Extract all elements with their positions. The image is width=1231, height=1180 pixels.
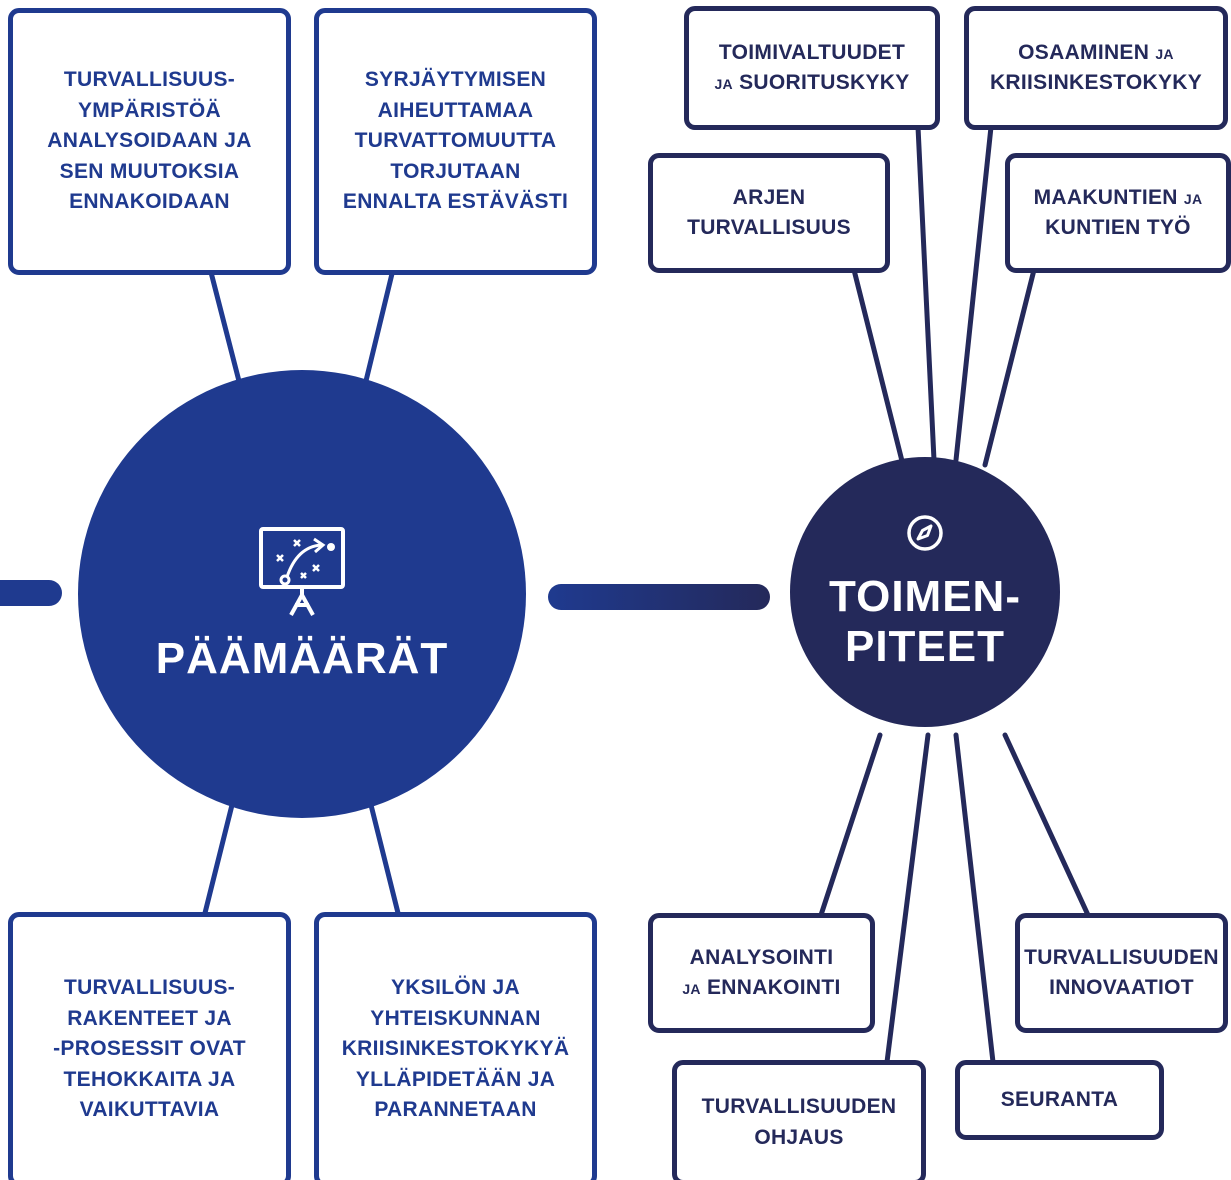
goal-3-line: -PROSESSIT OVAT: [53, 1037, 246, 1061]
measure-maakuntien: MAAKUNTIEN JA KUNTIEN TYÖ: [1005, 153, 1231, 273]
link-seuranta: [953, 732, 996, 1065]
goal-box-3: TURVALLISUUS- RAKENTEET JA -PROSESSIT OV…: [8, 912, 291, 1180]
measure-line: TOIMIVALTUUDET: [718, 40, 906, 64]
measure-analysointi: ANALYSOINTI JA ENNAKOINTI: [648, 913, 875, 1033]
goal-box-2: SYRJÄYTYMISEN AIHEUTTAMAA TURVATTOMUUTTA…: [314, 8, 597, 275]
paamaarat-title: PÄÄMÄÄRÄT: [155, 633, 449, 683]
measure-line: OSAAMINEN JA: [990, 38, 1202, 68]
goal-2-line: TORJUTAAN: [390, 159, 521, 183]
measure-line: TURVALLISUUDEN: [1024, 945, 1219, 969]
goal-4-line: YLLÄPIDETÄÄN JA: [355, 1067, 556, 1091]
measure-toimivaltuudet: TOIMIVALTUUDET JA SUORITUSKYKY: [684, 6, 940, 130]
measure-seuranta: SEURANTA: [955, 1060, 1164, 1140]
goal-3-line: VAIKUTTAVIA: [79, 1098, 220, 1122]
measure-small-word: JA: [1183, 190, 1203, 207]
measure-line: MAAKUNTIEN JA: [1034, 183, 1203, 213]
goal-4-line: KRIISINKESTOKYKYÄ: [341, 1037, 570, 1061]
measure-line: TURVALLISUUDEN: [701, 1095, 897, 1119]
measure-word: SUORITUSKYKY: [739, 71, 910, 94]
goal-2-line: TURVATTOMUUTTA: [354, 129, 557, 153]
goal-1-line: ANALYSOIDAAN JA: [47, 129, 252, 153]
measure-line: ANALYSOINTI: [689, 945, 834, 969]
measure-line: JA ENNAKOINTI: [682, 973, 840, 1003]
goal-box-4: YKSILÖN JA YHTEISKUNNAN KRIISINKESTOKYKY…: [314, 912, 597, 1180]
left-edge-connector: [0, 580, 62, 606]
link-analysointi: [818, 732, 883, 918]
measure-line: TURVALLISUUS: [687, 216, 851, 239]
measure-ohjaus: TURVALLISUUDEN OHJAUS: [672, 1060, 926, 1180]
goal-3-line: TURVALLISUUS-: [63, 976, 236, 1000]
toimenpiteet-title-line2: PITEET: [844, 621, 1006, 671]
link-toimivaltuudet: [915, 124, 937, 463]
goal-4-line: YHTEISKUNNAN: [370, 1006, 541, 1030]
link-innovaatiot: [1002, 732, 1091, 918]
compass-icon: [905, 513, 945, 558]
measure-word: ENNAKOINTI: [706, 976, 841, 999]
link-ohjaus: [884, 732, 931, 1065]
goal-2-line: AIHEUTTAMAA: [377, 98, 534, 122]
paamaarat-hub: PÄÄMÄÄRÄT: [78, 370, 526, 818]
measure-line: ARJEN: [732, 185, 806, 209]
measure-word: OSAAMINEN: [1018, 40, 1150, 64]
link-maakuntien: [982, 243, 1043, 468]
goal-1-line: YMPÄRISTÖÄ: [77, 98, 221, 122]
strategy-board-icon: [257, 525, 347, 622]
goal-2-line: SYRJÄYTYMISEN: [364, 68, 547, 92]
measure-word: MAAKUNTIEN: [1033, 185, 1178, 209]
goal-1-line: TURVALLISUUS-: [63, 68, 236, 92]
link-arjen: [845, 243, 906, 468]
measure-innovaatiot: TURVALLISUUDEN INNOVAATIOT: [1015, 913, 1228, 1033]
measure-line: INNOVAATIOT: [1049, 976, 1194, 999]
measure-line: JA SUORITUSKYKY: [714, 68, 909, 98]
measure-line: KUNTIEN TYÖ: [1045, 216, 1191, 239]
goal-3-line: TEHOKKAITA JA: [63, 1067, 236, 1091]
measure-small-word: JA: [1155, 45, 1174, 62]
measure-small-word: JA: [682, 981, 701, 997]
hub-connector: [548, 584, 770, 610]
goal-1-line: SEN MUUTOKSIA: [59, 159, 240, 183]
goal-3-line: RAKENTEET JA: [67, 1006, 232, 1030]
goal-4-line: PARANNETAAN: [374, 1098, 537, 1122]
goal-2-line: ENNALTA ESTÄVÄSTI: [342, 190, 569, 214]
goal-4-line: YKSILÖN JA: [390, 976, 521, 1000]
measure-line: KRIISINKESTOKYKY: [989, 71, 1203, 94]
toimenpiteet-hub: TOIMEN- PITEET: [790, 457, 1060, 727]
measure-osaaminen: OSAAMINEN JA KRIISINKESTOKYKY: [964, 6, 1228, 130]
measure-line: OHJAUS: [754, 1125, 844, 1149]
toimenpiteet-title-line1: TOIMEN-: [829, 572, 1021, 622]
measure-small-word: JA: [714, 76, 733, 92]
measure-line: SEURANTA: [1000, 1087, 1119, 1111]
goal-box-1: TURVALLISUUS- YMPÄRISTÖÄ ANALYSOIDAAN JA…: [8, 8, 291, 275]
measure-arjen: ARJEN TURVALLISUUS: [648, 153, 890, 273]
link-osaaminen: [953, 124, 994, 463]
goal-1-line: ENNAKOIDAAN: [69, 190, 230, 214]
